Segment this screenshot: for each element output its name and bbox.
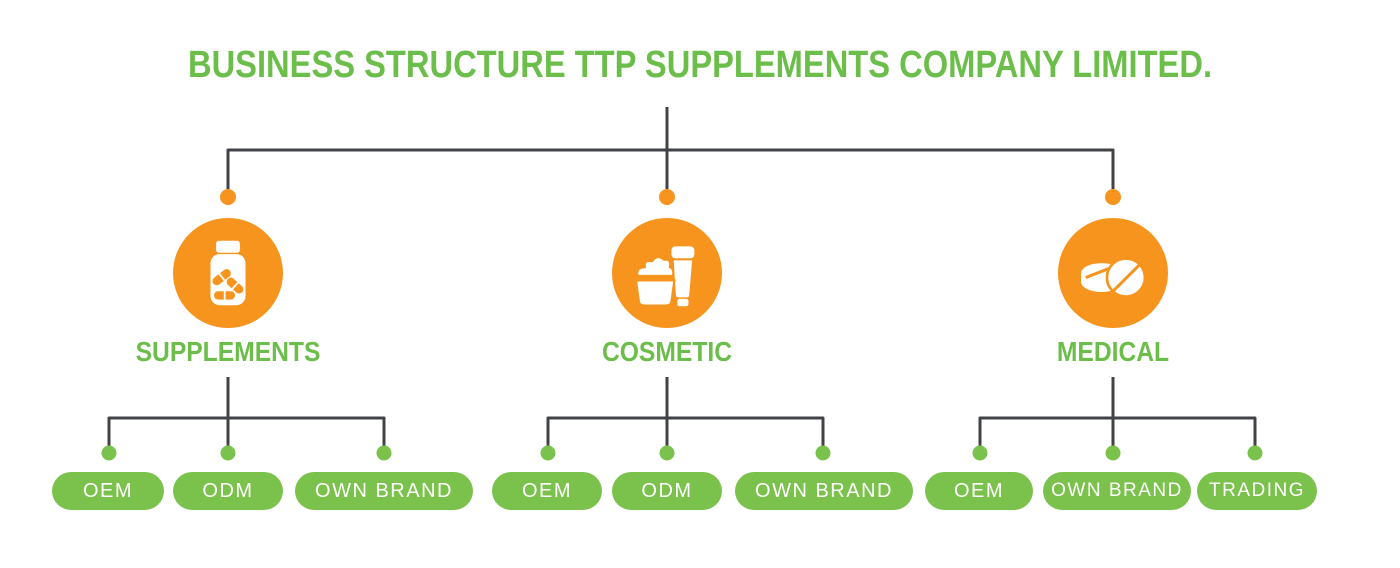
cosmetic-label: COSMETIC [601,336,733,367]
medical-label: MEDICAL [1056,336,1170,367]
medical-oem-pill: OEM [925,472,1033,510]
cosmetic-oem-dot [540,445,556,461]
cosmetic-ownbrand-pill: OWN BRAND [735,472,913,510]
medical-ownbrand-dot [1105,445,1121,461]
cosmetic-node-circle [612,218,722,328]
medical-node-circle [1058,218,1168,328]
pill-bottle-icon [210,240,246,306]
cosmetic-ownbrand-dot [815,445,831,461]
supplements-ownbrand-pill: OWN BRAND [295,472,473,510]
cosmetic-jar-and-tube-icon [634,246,695,307]
supplements-label: SUPPLEMENTS [135,336,321,367]
cosmetic-oem-pill: OEM [492,472,602,510]
medical-trading-pill: TRADING [1197,472,1317,510]
cosmetic-branch-line [546,416,825,446]
diagram-title: BUSINESS STRUCTURE TTP SUPPLEMENTS COMPA… [187,44,1213,86]
supplements-ownbrand-dot [376,445,392,461]
supplements-oem-dot [101,445,117,461]
medical-ownbrand-pill: OWN BRAND [1043,472,1191,510]
supplements-branch-line [107,416,386,446]
supplements-odm-pill: ODM [173,472,283,510]
medical-branch-line [978,416,1257,446]
supplements-node-circle [173,218,283,328]
medical-tablets-icon [1081,257,1147,298]
cosmetic-odm-dot [659,445,675,461]
cosmetic-odm-pill: ODM [612,472,722,510]
supplements-oem-pill: OEM [52,472,164,510]
supplements-odm-dot [220,445,236,461]
root-branch-line [226,148,1115,189]
medical-node-dot [1105,189,1121,205]
medical-oem-dot [972,445,988,461]
supplements-node-dot [220,189,236,205]
medical-trading-dot [1247,445,1263,461]
cosmetic-node-dot [659,189,675,205]
